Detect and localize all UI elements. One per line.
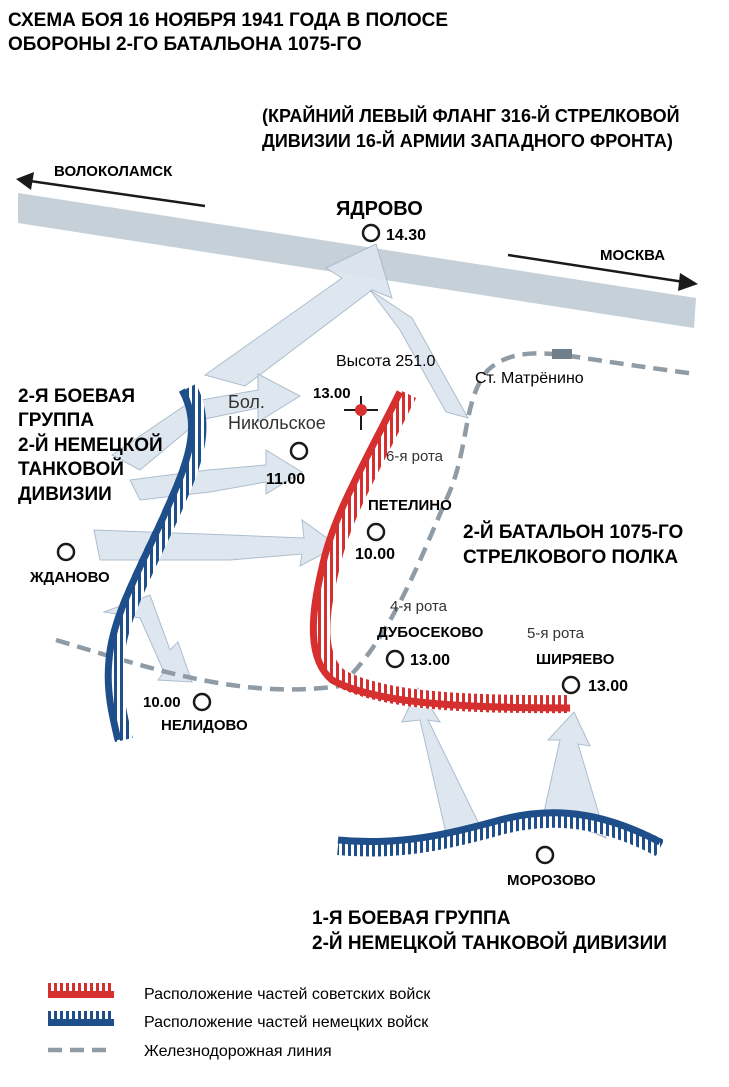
unit-rota5: 5-я рота <box>527 625 585 642</box>
place-nikolskoe-marker <box>289 441 309 461</box>
german-group1-line2: 2-Й НЕМЕЦКОЙ ТАНКОВОЙ ДИВИЗИИ <box>312 932 667 954</box>
station-label: Ст. Матрёнино <box>475 370 584 387</box>
unit-rota4: 4-я рота <box>390 598 448 615</box>
german-group2-line1: 2-Я БОЕВАЯ <box>18 386 135 407</box>
attack-arrow-yadrovo-south <box>369 289 470 419</box>
german-line-west <box>104 388 196 741</box>
place-dubosekovo-name: ДУБОСЕКОВО <box>377 624 484 641</box>
direction-label-moscow: МОСКВА <box>600 247 665 264</box>
place-yadrovo-time: 14.30 <box>386 227 426 244</box>
place-zhdanovo-marker <box>56 542 76 562</box>
attack-arrow-nikolskoe <box>111 373 302 471</box>
german-group2-line4: ТАНКОВОЙ <box>18 458 124 480</box>
legend-soviet-swatch <box>48 983 114 998</box>
place-nelidovo-marker <box>192 692 212 712</box>
map-title-line1: СХЕМА БОЯ 16 НОЯБРЯ 1941 ГОДА В ПОЛОСЕ <box>8 10 448 31</box>
place-shiryaevo-name: ШИРЯЕВО <box>536 651 615 668</box>
map-title-line2: ОБОРОНЫ 2-ГО БАТАЛЬОНА 1075-ГО <box>8 34 362 55</box>
place-yadrovo-marker <box>361 223 381 243</box>
station-marker <box>552 349 572 359</box>
height-time: 13.00 <box>313 385 351 402</box>
place-petelino-marker <box>366 522 386 542</box>
place-dubosekovo-marker <box>385 649 405 669</box>
direction-arrow-moscow <box>507 253 698 291</box>
soviet-line <box>309 390 571 712</box>
place-petelino-name: ПЕТЕЛИНО <box>368 497 452 514</box>
legend-german-swatch <box>48 1011 114 1026</box>
battalion-label-line2: СТРЕЛКОВОГО ПОЛКА <box>463 547 678 568</box>
place-yadrovo-name: ЯДРОВО <box>336 198 423 220</box>
legend-german-label: Расположение частей немецких войск <box>144 1014 429 1031</box>
place-morozovo-name: МОРОЗОВО <box>507 872 596 889</box>
place-nelidovo-name: НЕЛИДОВО <box>161 717 248 734</box>
legend-soviet-label: Расположение частей советских войск <box>144 986 431 1003</box>
height-marker <box>344 396 378 430</box>
direction-label-volokolamsk: ВОЛОКОЛАМСК <box>54 163 173 180</box>
place-nikolskoe-line1: Бол. <box>228 392 265 412</box>
german-group2-line5: ДИВИЗИИ <box>18 484 112 505</box>
german-group2-line3: 2-Й НЕМЕЦКОЙ <box>18 434 163 456</box>
legend-railway-label: Железнодорожная линия <box>144 1043 332 1060</box>
place-zhdanovo-name: ЖДАНОВО <box>29 569 110 586</box>
place-petelino-time: 10.00 <box>355 546 395 563</box>
place-shiryaevo-marker <box>561 675 581 695</box>
legend: Расположение частей советских войск Расп… <box>48 983 431 1060</box>
attack-arrows <box>93 243 607 843</box>
direction-arrow-volokolamsk <box>16 172 206 208</box>
place-nikolskoe-line2: Никольское <box>228 413 326 433</box>
unit-rota6: 6-я рота <box>386 448 444 465</box>
german-line-west-hatch <box>105 383 207 743</box>
place-shiryaevo-time: 13.00 <box>588 678 628 695</box>
battalion-label-line1: 2-Й БАТАЛЬОН 1075-ГО <box>463 521 683 543</box>
map-subtitle-line1: (КРАЙНИЙ ЛЕВЫЙ ФЛАНГ 316-Й СТРЕЛКОВОЙ <box>262 105 680 126</box>
german-line-south-hatch <box>337 809 665 857</box>
german-line-south <box>337 809 662 846</box>
place-dubosekovo-time: 13.00 <box>410 652 450 669</box>
place-nikolskoe-time: 11.00 <box>266 471 305 488</box>
height-label: Высота 251.0 <box>336 353 436 370</box>
german-group2-line2: ГРУППА <box>18 410 94 431</box>
attack-arrow-nelidovo <box>102 594 193 683</box>
place-nelidovo-time: 10.00 <box>143 694 181 711</box>
attack-arrow-petelino <box>93 518 339 567</box>
place-morozovo-marker <box>535 845 555 865</box>
german-group1-line1: 1-Я БОЕВАЯ ГРУППА <box>312 908 511 929</box>
map-subtitle-line2: ДИВИЗИИ 16-Й АРМИИ ЗАПАДНОГО ФРОНТА) <box>262 130 673 151</box>
attack-arrow-yadrovo-west <box>203 243 393 387</box>
